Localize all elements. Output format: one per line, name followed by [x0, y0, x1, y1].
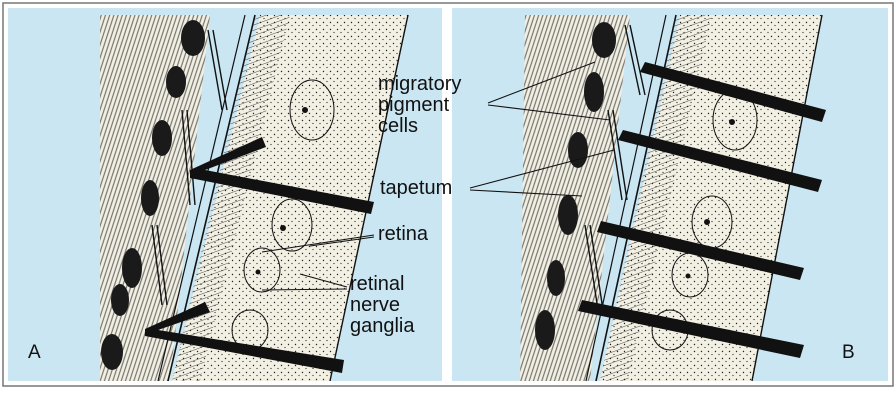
panel-a-letter: A [28, 342, 41, 364]
label-migratory-line1: migratory [378, 74, 461, 95]
label-migratory-pigment-cells: migratory pigment cells [378, 74, 461, 137]
label-retina: retina [378, 224, 428, 245]
label-tapetum: tapetum [380, 178, 452, 199]
label-retinal-nerve-ganglia: retinal nerve ganglia [350, 274, 415, 337]
label-ganglia-line3: ganglia [350, 316, 415, 337]
label-ganglia-line1: retinal [350, 274, 415, 295]
label-migratory-line2: pigment [378, 95, 461, 116]
label-migratory-line3: cells [378, 116, 461, 137]
panel-b-letter: B [842, 342, 855, 364]
label-ganglia-line2: nerve [350, 295, 415, 316]
